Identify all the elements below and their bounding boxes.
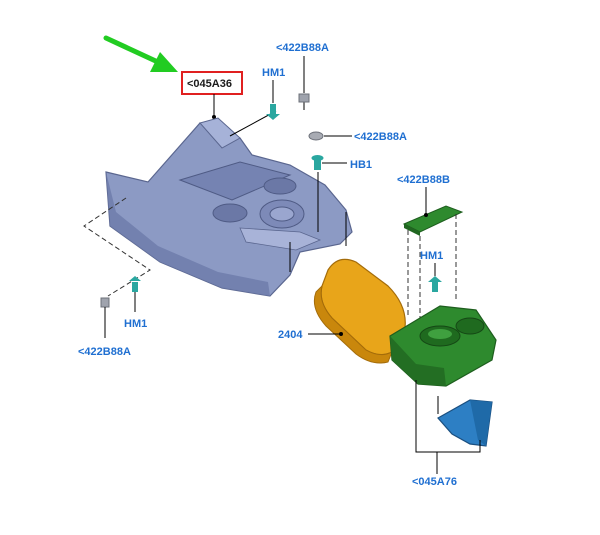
label-422b88a-left[interactable]: <422B88A (78, 346, 131, 358)
label-hm1-left[interactable]: HM1 (124, 318, 147, 330)
center-console (105, 117, 353, 297)
label-hm1-top[interactable]: HM1 (262, 67, 285, 79)
label-hb1[interactable]: HB1 (350, 159, 372, 171)
fastener-hm1-left (129, 276, 141, 292)
fastener-hm1-right (428, 276, 442, 292)
label-422b88a-top[interactable]: <422B88A (276, 42, 329, 54)
cupholder-base (389, 305, 497, 387)
clip-422b88a-mid (308, 131, 324, 141)
label-2404[interactable]: 2404 (278, 329, 303, 341)
label-422b88a-mid[interactable]: <422B88A (354, 131, 407, 143)
clip-422b88a-left (100, 297, 110, 308)
highlight-box (181, 71, 243, 95)
cover-plate-422b88b (402, 205, 464, 236)
bracket-045a76 (437, 399, 493, 447)
green-arrow-icon (103, 35, 178, 72)
label-hm1-right[interactable]: HM1 (420, 250, 443, 262)
label-045A36[interactable]: <045A36 (187, 78, 232, 90)
label-045a76[interactable]: <045A76 (412, 476, 457, 488)
fastener-hb1 (311, 155, 324, 170)
label-422b88b[interactable]: <422B88B (397, 174, 450, 186)
clip-422b88a-top (298, 93, 310, 103)
fastener-hm1-top (266, 104, 280, 120)
